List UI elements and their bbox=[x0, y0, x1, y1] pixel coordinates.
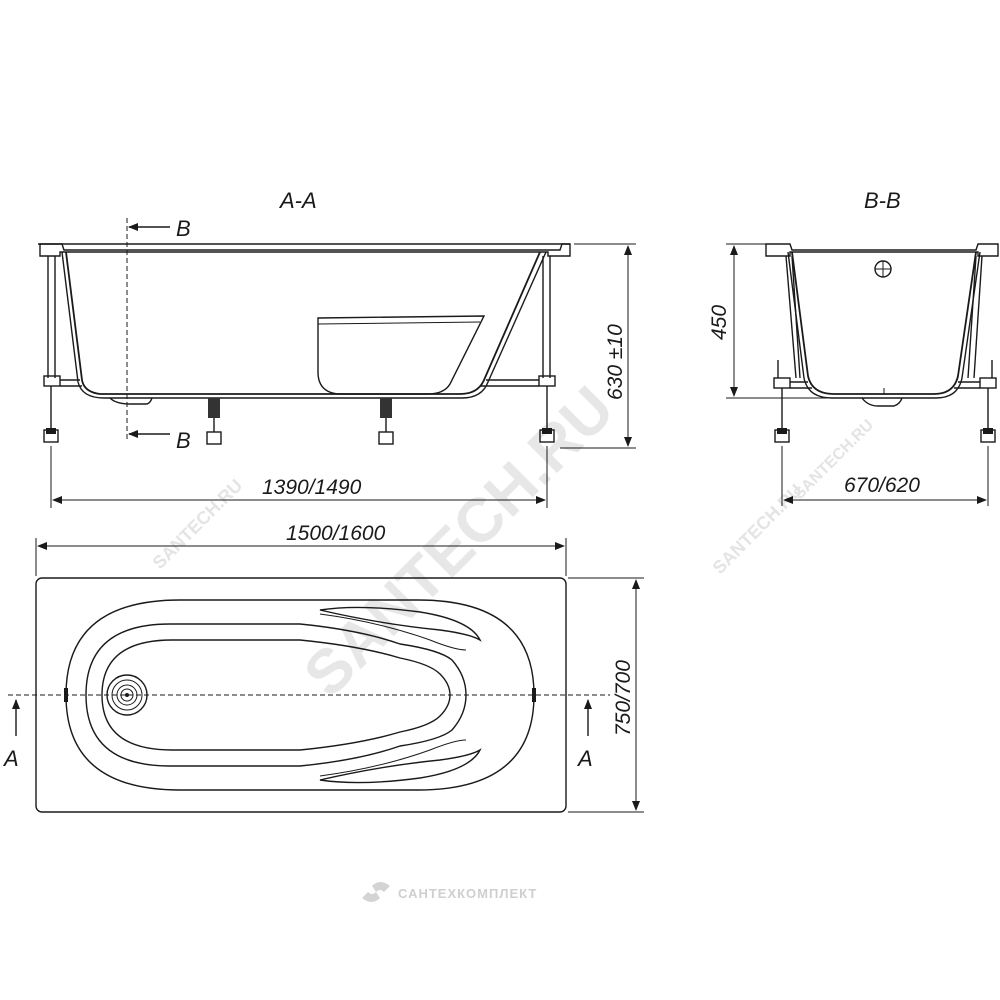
dimension-length-total: 1500/1600 bbox=[35, 522, 567, 576]
width-legs-value: 670/620 bbox=[844, 474, 920, 497]
top-view: A A bbox=[2, 577, 610, 813]
width-total-value: 750/700 bbox=[612, 660, 635, 736]
height-side-value: 630 ±10 bbox=[604, 324, 627, 400]
length-total-value: 1500/1600 bbox=[286, 522, 386, 545]
watermark-small-2: SANTECH.RU bbox=[709, 480, 807, 578]
cut-b-bottom-label: B bbox=[176, 428, 191, 453]
dimension-width-legs: 670/620 bbox=[781, 446, 989, 506]
cut-b-top-label: B bbox=[176, 216, 191, 241]
section-aa-title: A-A bbox=[278, 188, 317, 213]
watermark-small-1: SANTECH.RU bbox=[149, 475, 247, 573]
section-bb-title: B-B bbox=[864, 188, 901, 213]
cut-a-left-label: A bbox=[2, 746, 19, 771]
section-aa-view: B B A-A bbox=[38, 188, 571, 453]
length-legs-value: 1390/1490 bbox=[262, 476, 362, 499]
dimension-width-total: 750/700 bbox=[568, 577, 644, 813]
depth-end-value: 450 bbox=[708, 305, 731, 340]
cut-a-right-label: A bbox=[576, 746, 593, 771]
dimension-depth-end: 450 bbox=[708, 243, 832, 399]
dimension-length-legs: 1390/1490 bbox=[50, 446, 548, 508]
section-bb-view: B-B bbox=[765, 188, 999, 443]
santehkomplekt-logo-icon bbox=[362, 882, 390, 902]
dimension-height-side: 630 ±10 bbox=[560, 243, 636, 449]
footer-brand-watermark: САНТЕХКОМПЛЕКТ bbox=[398, 886, 537, 901]
